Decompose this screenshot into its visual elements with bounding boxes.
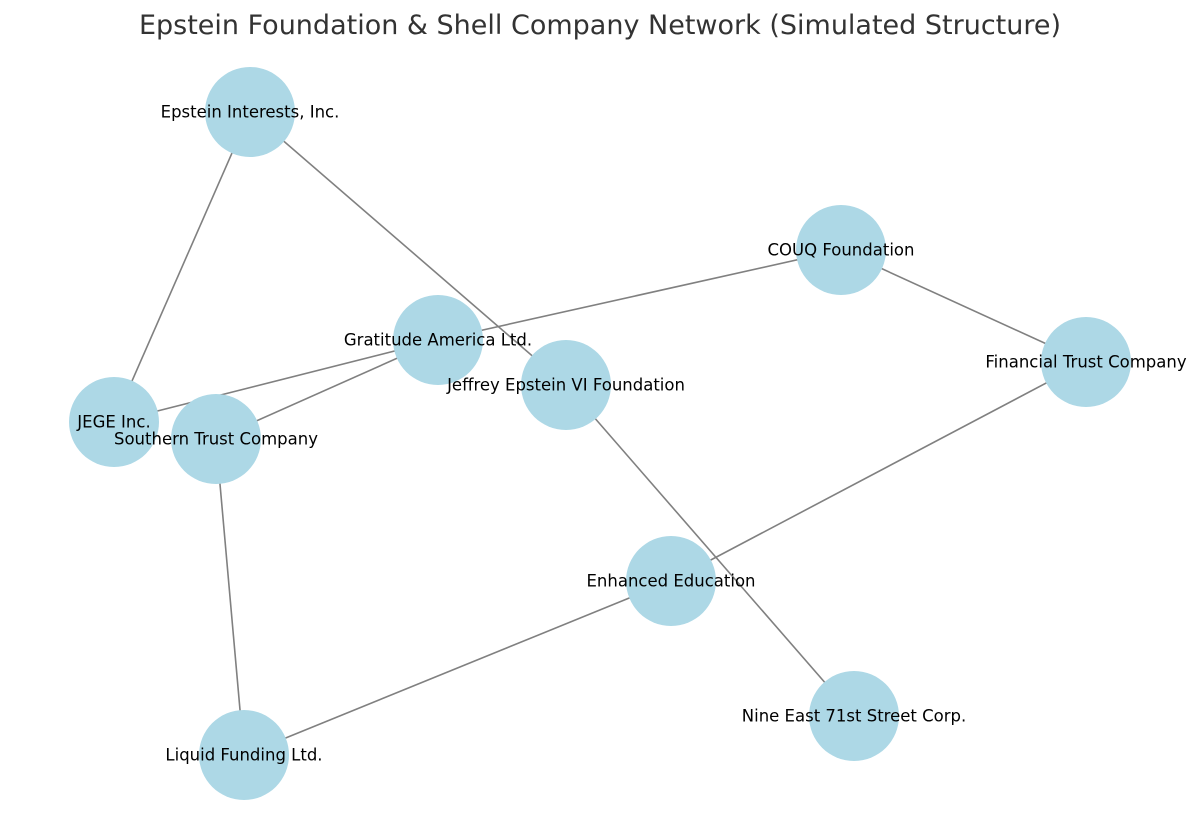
node-epstein-interests[interactable] — [205, 67, 295, 157]
node-label-epstein-interests: Epstein Interests, Inc. — [161, 103, 340, 122]
node-label-financial-trust-company: Financial Trust Company — [985, 353, 1186, 372]
node-gratitude-america[interactable] — [393, 295, 483, 385]
node-southern-trust-company[interactable] — [171, 394, 261, 484]
nodes-layer — [69, 67, 1131, 800]
edge-financial-trust-company-to-enhanced-education — [670, 361, 1087, 582]
node-label-jege-inc: JEGE Inc. — [76, 413, 150, 432]
labels-layer: Epstein Interests, Inc. COUQ FoundationGr… — [76, 103, 1187, 765]
edge-epstein-interests-to-jeffrey-epstein-vi-foundation — [249, 111, 567, 386]
node-financial-trust-company[interactable] — [1041, 317, 1131, 407]
edge-epstein-interests-to-jege-inc — [113, 111, 251, 423]
node-enhanced-education[interactable] — [626, 536, 716, 626]
node-couq-foundation[interactable] — [796, 205, 886, 295]
edge-jeffrey-epstein-vi-foundation-to-nine-east-71st — [565, 384, 855, 717]
node-jeffrey-epstein-vi-foundation[interactable] — [521, 340, 611, 430]
node-label-liquid-funding: Liquid Funding Ltd. — [165, 746, 322, 765]
node-label-couq-foundation: COUQ Foundation — [768, 241, 915, 260]
node-label-jeffrey-epstein-vi-foundation: Jeffrey Epstein VI Foundation — [446, 376, 685, 395]
node-jege-inc[interactable] — [69, 377, 159, 467]
node-nine-east-71st[interactable] — [809, 671, 899, 761]
edges-layer — [113, 111, 1087, 756]
node-liquid-funding[interactable] — [199, 710, 289, 800]
node-label-southern-trust-company: Southern Trust Company — [114, 430, 318, 449]
node-label-nine-east-71st: Nine East 71st Street Corp. — [742, 707, 966, 726]
node-label-enhanced-education: Enhanced Education — [587, 572, 756, 591]
node-label-gratitude-america: Gratitude America Ltd. — [344, 331, 532, 350]
edge-enhanced-education-to-liquid-funding — [243, 580, 672, 756]
edge-gratitude-america-to-jege-inc — [113, 339, 439, 423]
graph-title: Epstein Foundation & Shell Company Netwo… — [139, 10, 1061, 41]
edge-couq-foundation-to-gratitude-america — [437, 249, 842, 341]
edge-southern-trust-company-to-liquid-funding — [215, 438, 245, 756]
